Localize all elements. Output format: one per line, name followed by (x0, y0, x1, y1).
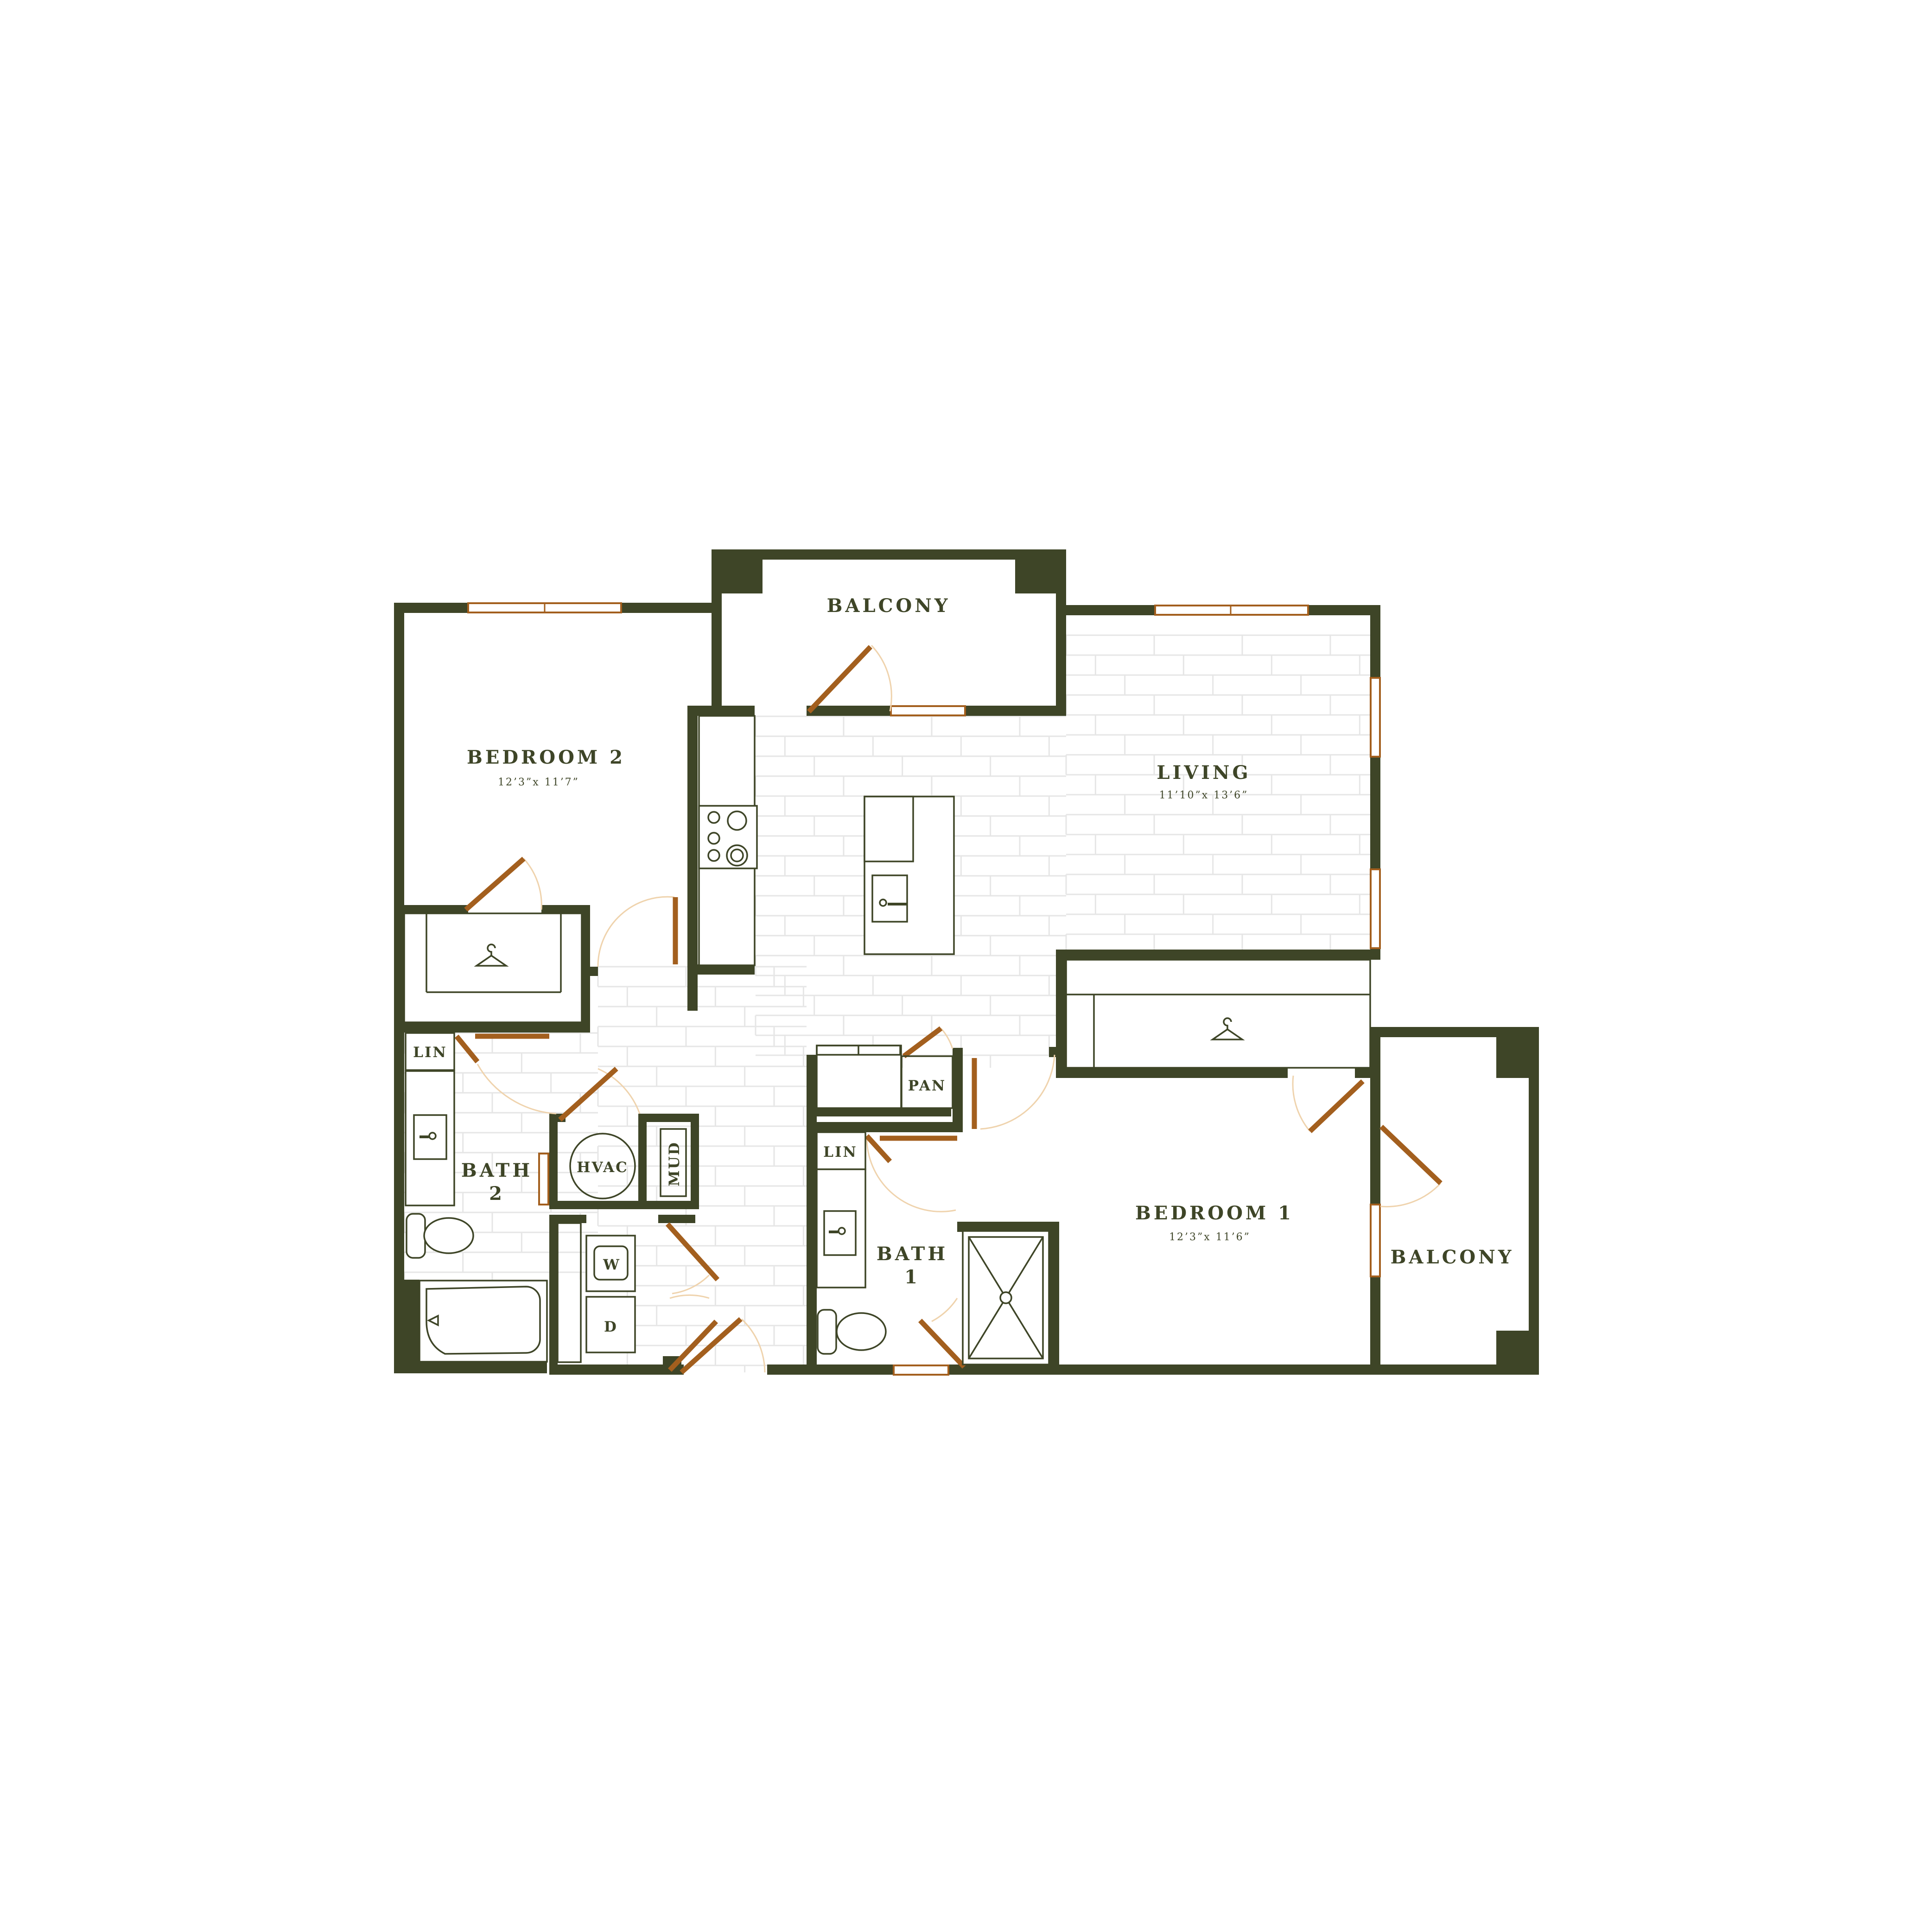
room-labels: BALCONY LIVING 11’10”x 13’6” BEDROOM 2 1… (413, 595, 1514, 1335)
pantry (816, 1045, 953, 1109)
bedroom1-dims: 12’3”x 11’6” (1169, 1231, 1251, 1243)
lin1-label: LIN (823, 1144, 858, 1160)
bedroom2-closet (403, 912, 583, 1023)
sink-icon (871, 874, 908, 923)
hanger-icon (474, 944, 509, 967)
washer-label: W (603, 1256, 621, 1273)
bedroom1-label: BEDROOM 1 (1135, 1202, 1294, 1224)
windows (467, 602, 1381, 1376)
kitchen (698, 715, 955, 966)
balcony-top-label: BALCONY (827, 595, 951, 617)
pan-label: PAN (908, 1078, 946, 1094)
living-dims: 11’10”x 13’6” (1159, 790, 1249, 801)
bath1-number: 1 (904, 1266, 920, 1288)
shower-icon (962, 1230, 1050, 1365)
bath2-label: BATH (461, 1160, 533, 1181)
mud-label: MUD (666, 1141, 683, 1186)
bedroom1-closet (1065, 959, 1371, 1069)
bathtub-icon (419, 1280, 548, 1363)
bedroom2-label: BEDROOM 2 (467, 746, 625, 768)
sink-icon (413, 1114, 447, 1160)
bedroom2-dims: 12’3”x 11’7” (498, 777, 579, 788)
hvac-label: HVAC (577, 1159, 629, 1176)
dryer-label: D (604, 1319, 618, 1335)
laundry (557, 1222, 636, 1363)
cooktop-icon (698, 805, 758, 869)
door-swings (477, 644, 1442, 1373)
balcony-right-label: BALCONY (1391, 1246, 1514, 1268)
bath2-number: 2 (489, 1183, 505, 1205)
hvac-mud (569, 1128, 687, 1199)
lin2-label: LIN (413, 1044, 447, 1061)
hanger-icon (1210, 1017, 1245, 1040)
bath1-fixtures (816, 1131, 1050, 1365)
doors (454, 645, 1443, 1375)
bath1-label: BATH (877, 1243, 948, 1265)
sink-icon (823, 1210, 857, 1256)
living-label: LIVING (1157, 762, 1251, 784)
toilet-icon (406, 1213, 474, 1259)
toilet-icon (817, 1309, 887, 1355)
bath2-fixtures (405, 1032, 548, 1363)
